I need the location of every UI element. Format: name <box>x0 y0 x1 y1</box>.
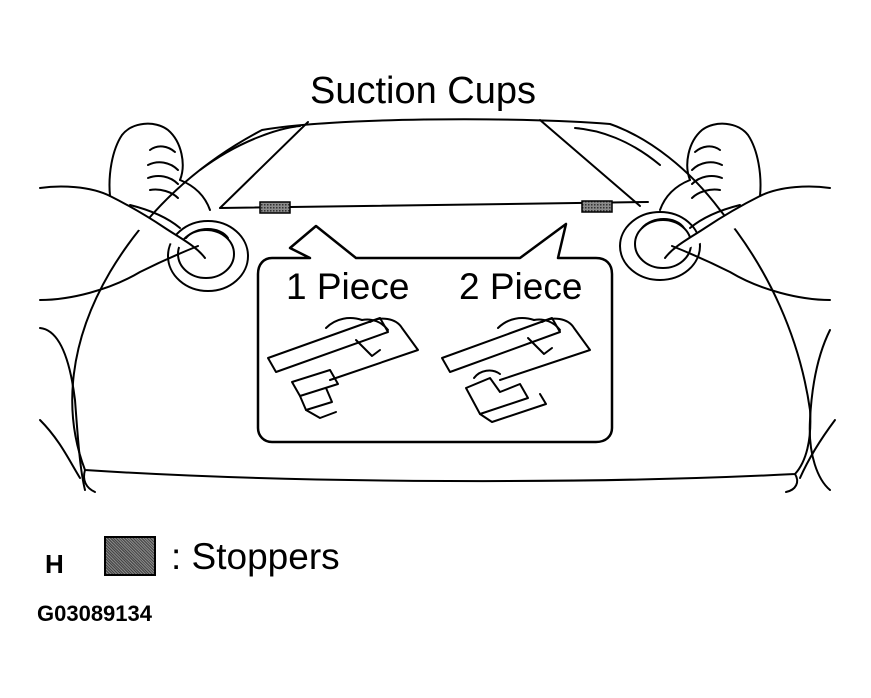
suction-cups-label: Suction Cups <box>310 70 537 112</box>
one-piece-clip-illustration <box>267 317 419 419</box>
stopper-legend-label: : Stoppers <box>171 536 340 577</box>
left-hand <box>39 122 211 301</box>
two-piece-clip-illustration <box>441 317 591 423</box>
stopper-legend-swatch <box>104 536 156 576</box>
right-hand <box>659 122 831 301</box>
left-stopper-marker <box>259 201 291 214</box>
one-piece-label: 1 Piece <box>286 266 410 307</box>
right-stopper-marker <box>581 200 613 213</box>
vehicle-body-outline <box>39 327 836 493</box>
stopper-callout-bubble <box>256 222 614 444</box>
suction-cup-leader-lines <box>219 119 649 209</box>
two-piece-label: 2 Piece <box>459 266 583 307</box>
left-suction-cup <box>167 220 249 292</box>
figure-code: G03089134 <box>37 601 152 626</box>
legend-key-letter: H <box>45 549 64 579</box>
right-suction-cup <box>619 211 701 281</box>
back-window-glass <box>71 118 812 483</box>
